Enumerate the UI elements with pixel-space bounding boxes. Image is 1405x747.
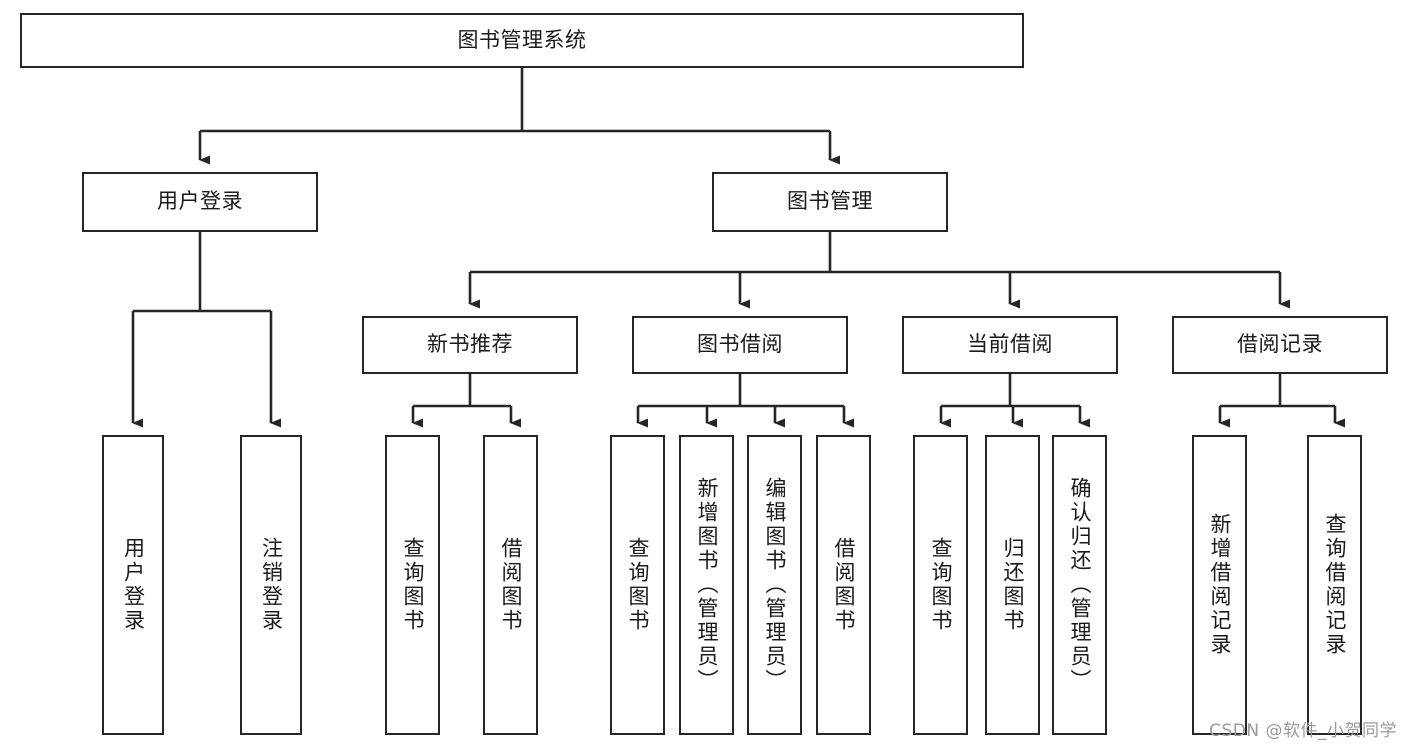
node-label: 新增借阅记录: [1208, 513, 1232, 657]
node-user-login[interactable]: 用户登录: [82, 172, 318, 232]
node-leaf-borrow-book-bb[interactable]: 借阅图书: [816, 435, 871, 735]
node-current-borrowing[interactable]: 当前借阅: [902, 316, 1118, 374]
node-label: 新书推荐: [427, 332, 513, 357]
node-leaf-query-book-cb[interactable]: 查询图书: [913, 435, 968, 735]
node-leaf-borrow-book-nbr[interactable]: 借阅图书: [483, 435, 538, 735]
node-label: 归还图书: [1001, 537, 1025, 633]
node-leaf-confirm-return-admin[interactable]: 确认归还（管理员）: [1052, 435, 1107, 735]
node-label: 借阅记录: [1237, 332, 1323, 357]
node-label: 查询图书: [401, 537, 425, 633]
node-leaf-return-book[interactable]: 归还图书: [985, 435, 1040, 735]
node-leaf-edit-book-admin[interactable]: 编辑图书（管理员）: [747, 435, 802, 735]
node-label: 查询图书: [929, 537, 953, 633]
node-leaf-query-borrow-record[interactable]: 查询借阅记录: [1307, 435, 1362, 735]
node-label: 当前借阅: [967, 332, 1053, 357]
node-label: 查询借阅记录: [1323, 513, 1347, 657]
node-label: 借阅图书: [499, 537, 523, 633]
node-leaf-query-book-bb[interactable]: 查询图书: [610, 435, 665, 735]
node-book-borrowing[interactable]: 图书借阅: [632, 316, 848, 374]
node-label: 借阅图书: [832, 537, 856, 633]
node-leaf-add-borrow-record[interactable]: 新增借阅记录: [1192, 435, 1247, 735]
node-leaf-query-book-nbr[interactable]: 查询图书: [385, 435, 440, 735]
node-label: 用户登录: [121, 537, 146, 633]
node-label: 用户登录: [157, 189, 243, 214]
node-label: 新增图书（管理员）: [695, 477, 719, 693]
node-label: 确认归还（管理员）: [1068, 477, 1092, 693]
node-new-book-recommendation[interactable]: 新书推荐: [362, 316, 578, 374]
node-label: 查询图书: [626, 537, 650, 633]
node-label: 图书管理系统: [457, 27, 587, 52]
node-borrowing-record[interactable]: 借阅记录: [1172, 316, 1388, 374]
node-leaf-user-login[interactable]: 用户登录: [102, 435, 164, 735]
node-book-management-system[interactable]: 图书管理系统: [20, 13, 1024, 68]
node-label: 注销登录: [259, 537, 284, 633]
node-label: 图书管理: [787, 189, 873, 214]
node-label: 编辑图书（管理员）: [763, 477, 787, 693]
node-leaf-logout[interactable]: 注销登录: [240, 435, 302, 735]
node-label: 图书借阅: [697, 332, 783, 357]
node-book-management[interactable]: 图书管理: [712, 172, 948, 232]
node-leaf-add-book-admin[interactable]: 新增图书（管理员）: [679, 435, 734, 735]
csdn-watermark: CSDN @软件_小贺同学: [1209, 721, 1397, 741]
